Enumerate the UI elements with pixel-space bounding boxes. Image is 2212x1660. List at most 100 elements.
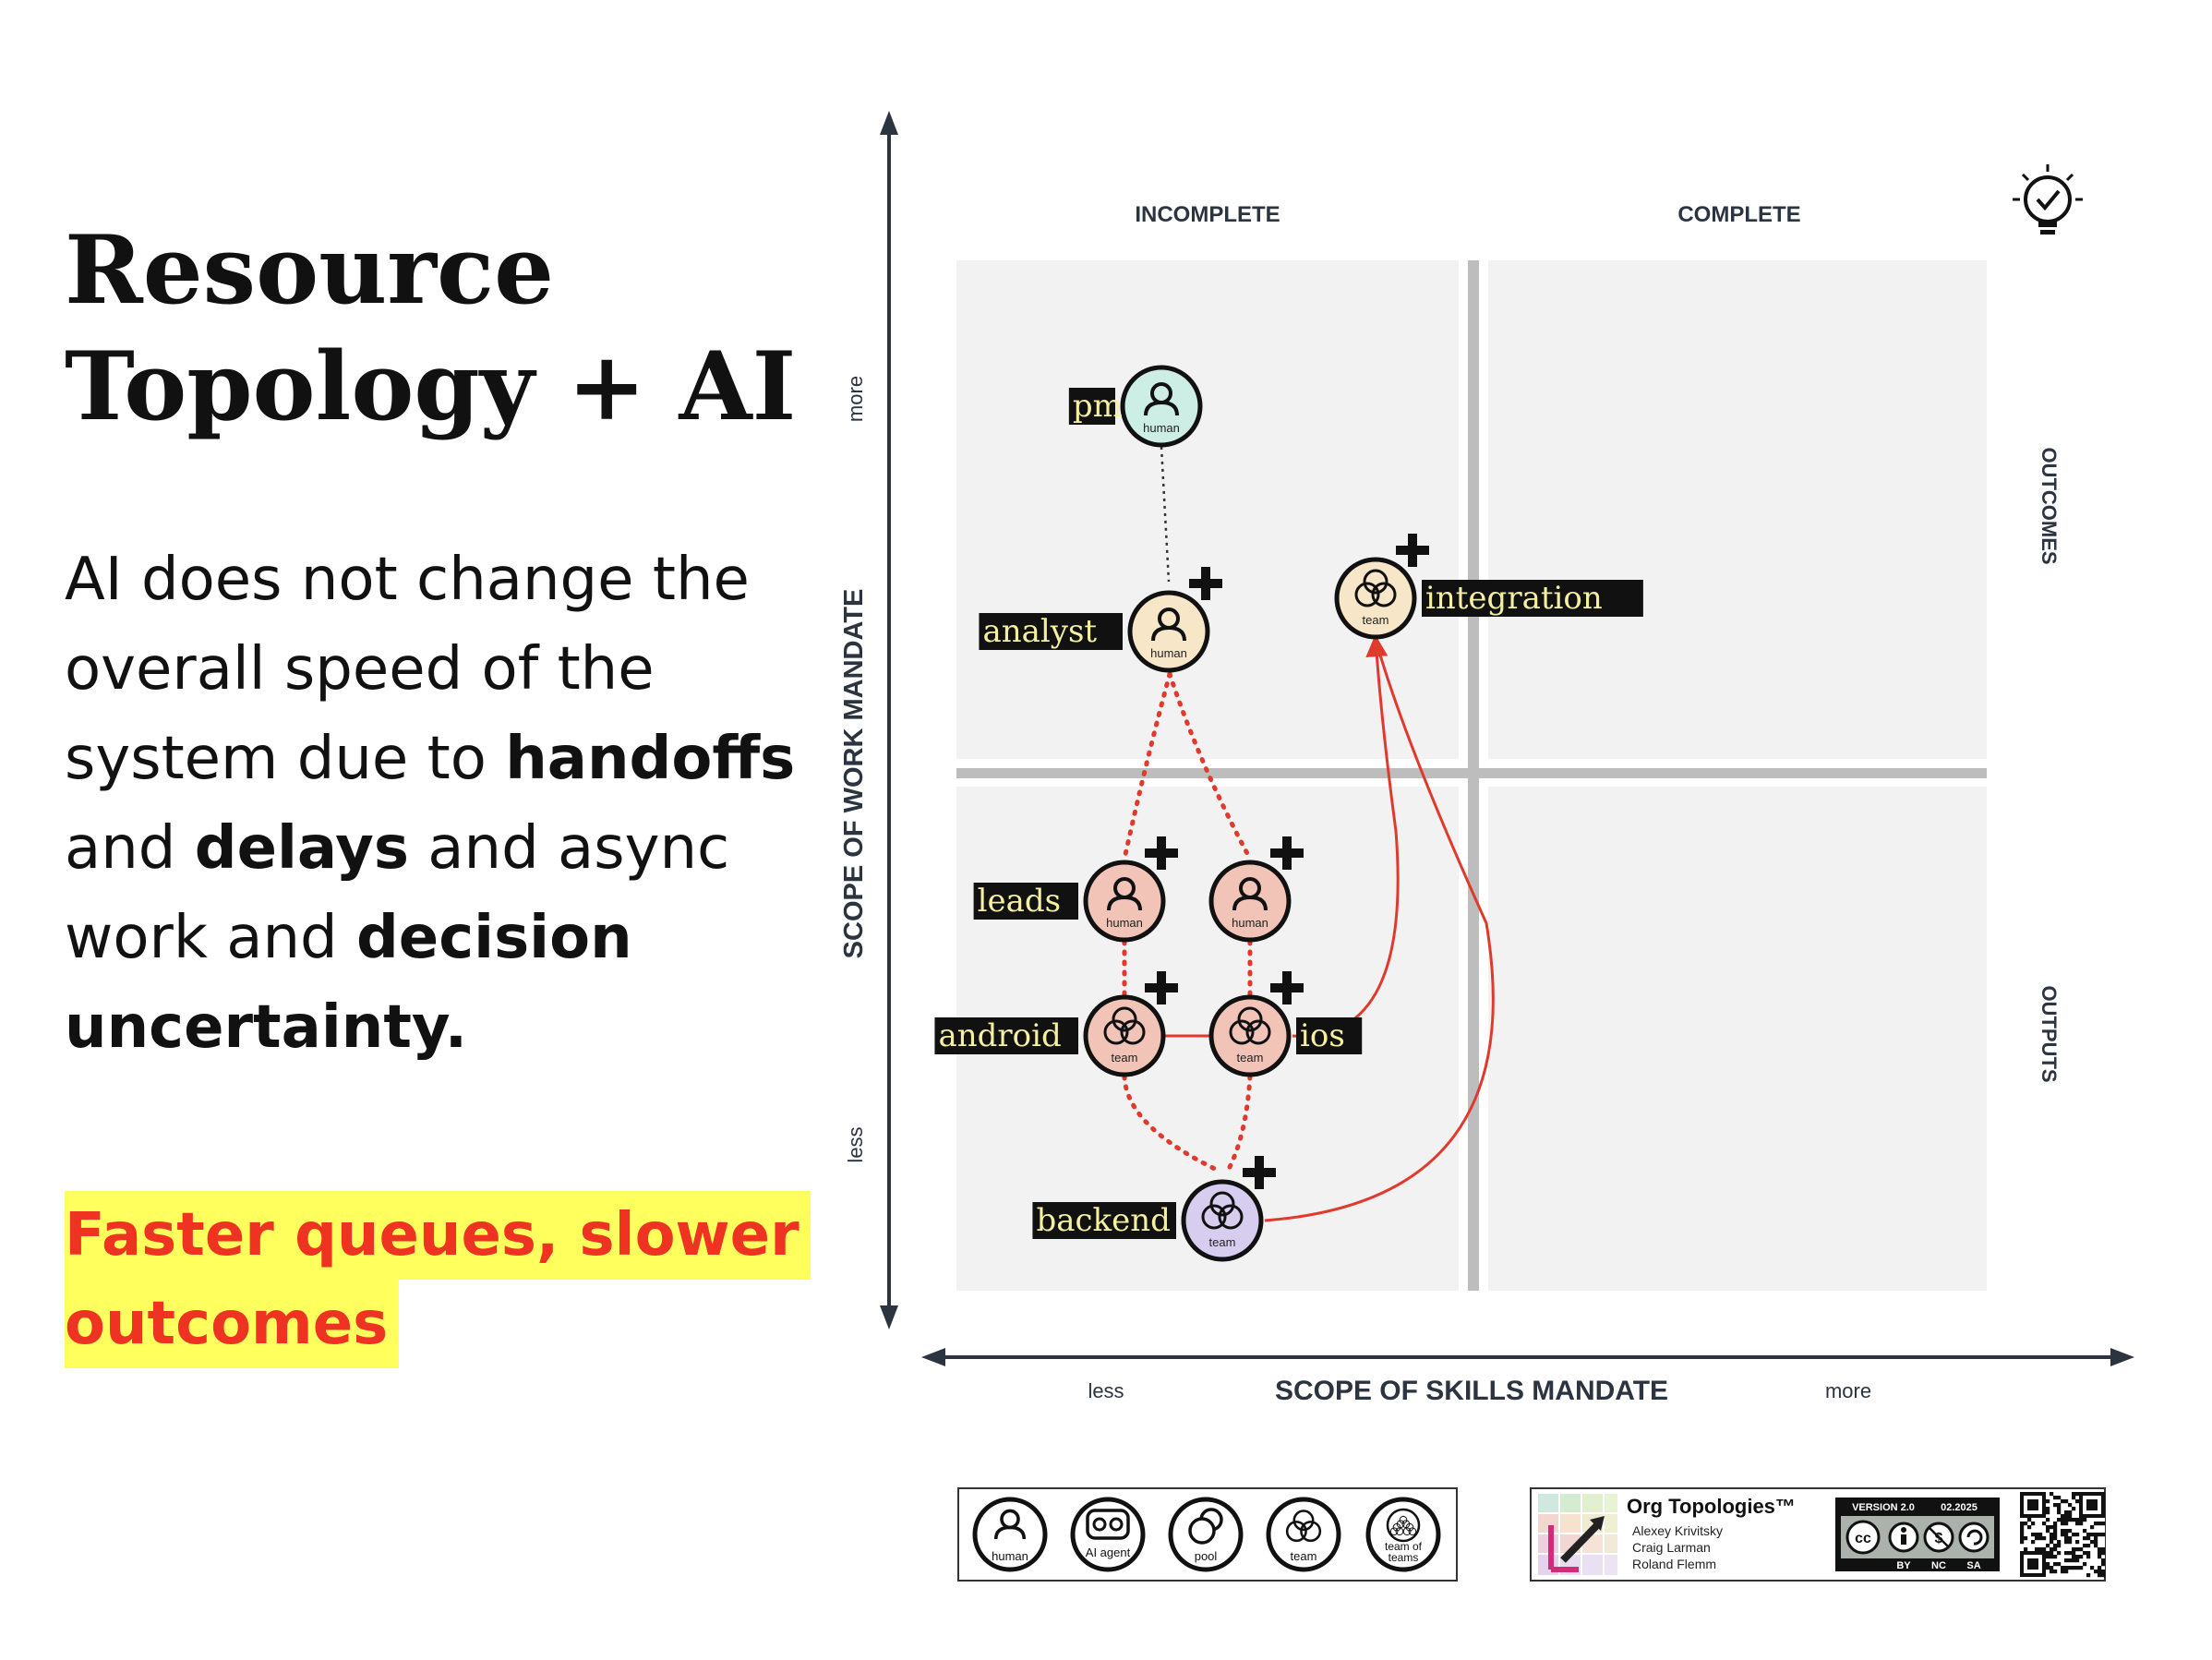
cc-sa-label: SA bbox=[1966, 1560, 1980, 1571]
org-topologies-logo bbox=[1538, 1494, 1617, 1575]
node-backend-label-bg bbox=[1032, 1202, 1176, 1239]
link-backend-integration bbox=[1264, 638, 1495, 1222]
link-pm-analyst bbox=[1160, 446, 1171, 583]
node-integration-label-text: integration bbox=[1425, 580, 1603, 617]
legend-team-of-teams-label-2: teams bbox=[1389, 1551, 1419, 1564]
right-label-outputs: OUTPUTS bbox=[2038, 985, 2061, 1082]
brand-date: 02.2025 bbox=[1941, 1502, 1978, 1513]
quadrant-top-left bbox=[956, 260, 1459, 759]
node-lead2: human bbox=[1208, 836, 1304, 943]
node-backend-label-text: backend bbox=[1036, 1202, 1170, 1239]
node-backend-label: backend bbox=[1032, 1202, 1176, 1239]
node-android-label-text: android bbox=[938, 1017, 1061, 1054]
lightbulb-icon bbox=[2013, 164, 2083, 235]
node-backend-type-label: team bbox=[1209, 1235, 1236, 1249]
node-pm-label-text: pm bbox=[1073, 388, 1123, 425]
node-android-circle bbox=[1083, 994, 1166, 1077]
brand-author-2: Craig Larman bbox=[1632, 1540, 1711, 1555]
highlight-callout: Faster queues, slower outcomes bbox=[65, 1191, 811, 1368]
node-ios-type-label: team bbox=[1237, 1051, 1264, 1065]
node-integration-label: integration bbox=[1422, 580, 1643, 617]
legend-pool: pool bbox=[1168, 1497, 1244, 1572]
node-analyst-label-bg bbox=[979, 613, 1123, 650]
brand-box: Org Topologies™ Alexey Krivitsky Craig L… bbox=[1530, 1487, 2106, 1582]
node-leads-label-text: leads bbox=[978, 883, 1061, 920]
title-line-2: Topology + AI bbox=[65, 331, 797, 442]
brand-version: VERSION 2.0 bbox=[1852, 1502, 1915, 1513]
quadrant-grid bbox=[956, 260, 1987, 1291]
node-ios-label: ios bbox=[1296, 1017, 1363, 1054]
slide-title: Resource Topology + AI bbox=[65, 212, 796, 445]
qr-code-icon bbox=[2020, 1492, 2106, 1578]
node-analyst-label: analyst bbox=[979, 613, 1123, 650]
y-axis-arrow-up bbox=[880, 111, 898, 135]
node-pm-label-bg bbox=[1068, 388, 1115, 425]
cc-nc-label: NC bbox=[1931, 1560, 1946, 1571]
nodes: human pm human analyst team integration human l… bbox=[934, 365, 1643, 1262]
cc-icon: cc bbox=[1845, 1520, 1881, 1555]
body-handoffs: handoffs bbox=[505, 725, 796, 793]
body-text-1: AI does not change the overall speed of … bbox=[65, 546, 750, 793]
cc-nc-icon: $ bbox=[1923, 1522, 1954, 1553]
node-leads-circle bbox=[1083, 860, 1166, 943]
node-analyst-circle bbox=[1127, 590, 1210, 673]
highlight-line-1: Faster queues, slower bbox=[65, 1191, 811, 1280]
node-android-type-label: team bbox=[1112, 1051, 1138, 1065]
node-leads-type-label: human bbox=[1106, 916, 1143, 930]
title-line-1: Resource bbox=[65, 215, 555, 326]
node-ios-label-text: ios bbox=[1300, 1017, 1345, 1054]
right-label-outcomes: OUTCOMES bbox=[2038, 447, 2061, 564]
body-decision: decision uncertainty. bbox=[65, 904, 632, 1062]
node-pm-circle bbox=[1120, 365, 1203, 448]
svg-text:cc: cc bbox=[1855, 1531, 1871, 1546]
node-integration-type-label: team bbox=[1363, 613, 1389, 627]
cc-sa-icon bbox=[1958, 1522, 1990, 1553]
node-leads-label-bg bbox=[973, 883, 1078, 920]
link-analyst-leads bbox=[1122, 671, 1172, 861]
col-label-complete: COMPLETE bbox=[1677, 202, 1800, 227]
legend-team-of-teams-icon bbox=[1386, 1508, 1421, 1543]
node-leads: human bbox=[1083, 836, 1178, 943]
legend-team-of-teams-label-1: team of bbox=[1385, 1540, 1423, 1553]
legend-pool-label: pool bbox=[1195, 1549, 1218, 1563]
x-axis-arrow-right bbox=[2110, 1348, 2134, 1366]
legend-ai-agent-icon bbox=[1086, 1509, 1130, 1540]
highlight-line-2: outcomes bbox=[65, 1280, 400, 1368]
brand-author-1: Alexey Krivitsky bbox=[1632, 1523, 1723, 1538]
link-ios-backend bbox=[1225, 1074, 1253, 1173]
x-axis-less: less bbox=[1088, 1379, 1124, 1402]
legend-human: human bbox=[972, 1497, 1048, 1572]
x-axis-more: more bbox=[1825, 1379, 1871, 1402]
brand-name: Org Topologies™ bbox=[1627, 1495, 1796, 1518]
node-backend-circle bbox=[1181, 1179, 1264, 1262]
link-android-backend bbox=[1122, 1074, 1221, 1173]
node-ios: team bbox=[1208, 971, 1304, 1077]
node-analyst-label-text: analyst bbox=[982, 613, 1097, 650]
node-analyst-type-label: human bbox=[1150, 646, 1187, 660]
node-pm-label: pm bbox=[1068, 388, 1123, 425]
node-analyst: human bbox=[1127, 567, 1222, 673]
node-lead2-circle bbox=[1208, 860, 1292, 943]
cc-by-label: BY bbox=[1896, 1560, 1911, 1571]
cc-license-badge: VERSION 2.0 02.2025 cc $ BY NC SA bbox=[1835, 1498, 2000, 1571]
legend-ai-agent-label: AI agent bbox=[1086, 1546, 1131, 1559]
node-ios-label-bg bbox=[1296, 1017, 1363, 1054]
node-leads-label: leads bbox=[973, 883, 1078, 920]
body-paragraph: AI does not change the overall speed of … bbox=[65, 535, 803, 1073]
link-analyst-lead2 bbox=[1167, 671, 1253, 861]
body-text-2: and bbox=[65, 814, 195, 883]
node-integration-label-bg bbox=[1422, 580, 1643, 617]
node-integration-circle bbox=[1334, 557, 1417, 640]
quadrant-top-right bbox=[1488, 260, 1987, 759]
legend-team-label: team bbox=[1291, 1549, 1317, 1563]
quadrant-divider-horizontal bbox=[956, 768, 1987, 778]
node-android-label: android bbox=[934, 1017, 1078, 1054]
legend-human-label: human bbox=[992, 1549, 1028, 1563]
body-text-3: and async work and bbox=[65, 814, 730, 972]
legend: human AI agent pool bbox=[957, 1487, 1458, 1582]
node-lead2-type-label: human bbox=[1232, 916, 1268, 930]
legend-ai-agent: AI agent bbox=[1070, 1497, 1146, 1572]
node-android-label-bg bbox=[934, 1017, 1078, 1054]
y-axis-less: less bbox=[844, 1126, 867, 1162]
